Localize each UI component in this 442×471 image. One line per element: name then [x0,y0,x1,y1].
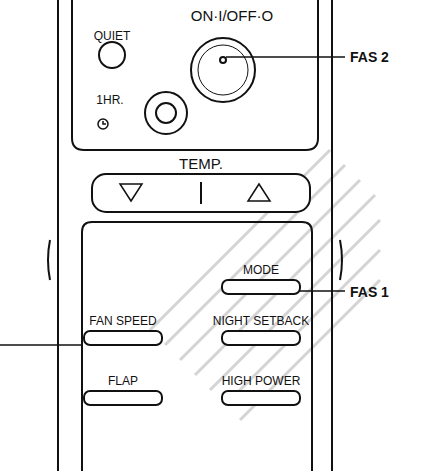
on-off-ring [198,45,248,95]
callout-label: FAS 1 [350,285,389,299]
quiet-button [99,42,125,68]
button-label: FLAP [108,375,138,387]
button-label: HIGH POWER [222,375,301,387]
button-label: MODE [243,264,279,276]
on-off-button [191,38,255,102]
temp-rocker [92,174,310,212]
one-hour-button [145,92,187,134]
on-off-dot [220,57,226,63]
night-setback-button [222,331,300,345]
one-hour-inner [156,103,176,123]
button-label: FAN SPEED [89,315,156,327]
remote-body [48,0,342,471]
button-label: TEMP. [179,156,223,171]
symbols [98,119,270,204]
button-label: 1HR. [96,94,123,106]
callout-label: FAS 2 [350,50,389,64]
buttons [84,38,310,405]
fan-speed-button [84,331,162,345]
button-label: ON·I/OFF·O [191,8,274,23]
button-label: QUIET [94,30,131,42]
high-power-button [222,391,300,405]
leader-lines [0,57,345,345]
clock-icon [98,119,108,129]
button-label: NIGHT SETBACK [213,315,309,327]
mode-button [222,280,300,294]
up-arrow-symbol [248,184,270,201]
down-arrow-symbol [120,184,142,201]
flap-button [84,391,162,405]
